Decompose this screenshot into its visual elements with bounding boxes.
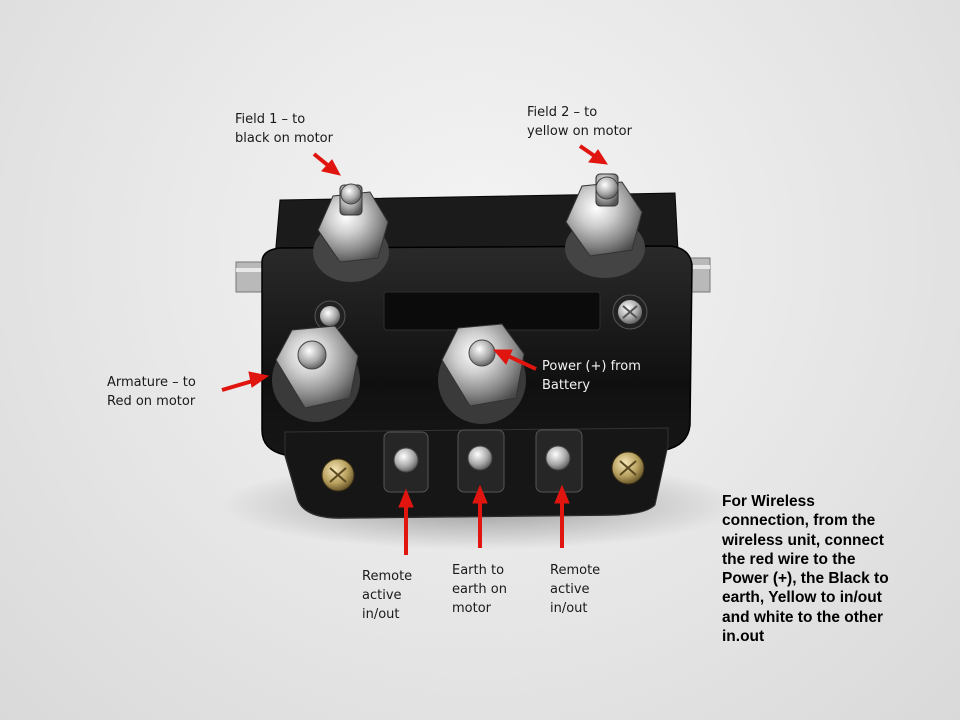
remote-left-label-line: active bbox=[362, 588, 402, 603]
remote-right-label-line: active bbox=[550, 582, 590, 597]
field-2-terminal bbox=[565, 173, 645, 278]
remote-right-label-line: Remote bbox=[550, 563, 601, 578]
remote-left-label-line: Remote bbox=[362, 569, 413, 584]
power-terminal bbox=[438, 323, 526, 424]
remote-right-label-line: in/out bbox=[550, 601, 588, 616]
armature-terminal bbox=[272, 325, 360, 422]
arrow-remote-right bbox=[554, 484, 570, 548]
field-1-label: Field 1 – to black on motor bbox=[235, 110, 333, 148]
earth-terminal bbox=[457, 429, 505, 493]
note-line: wireless unit, connect bbox=[722, 531, 884, 549]
earth-label-line: motor bbox=[452, 601, 492, 616]
note-line: the red wire to the bbox=[722, 550, 856, 568]
note-line: and white to the other bbox=[722, 608, 884, 626]
arrow-field-2 bbox=[578, 144, 608, 165]
wireless-connection-note: For Wireless connection, from the wirele… bbox=[722, 492, 952, 646]
remote-right-label: Remote active in/out bbox=[550, 561, 600, 618]
remote-right-terminal bbox=[535, 429, 583, 493]
note-line: earth, Yellow to in/out bbox=[722, 589, 882, 607]
armature-label-line: Armature – to bbox=[107, 375, 196, 390]
top-label-area bbox=[383, 291, 601, 331]
field-2-label-line: yellow on motor bbox=[527, 124, 632, 139]
earth-label-line: earth on bbox=[452, 582, 507, 597]
red-arrows bbox=[221, 144, 608, 555]
arrow-remote-left bbox=[398, 488, 414, 555]
field-1-terminal bbox=[313, 183, 389, 282]
earth-label: Earth to earth on motor bbox=[452, 561, 507, 618]
arrow-earth bbox=[472, 484, 488, 548]
power-label: Power (+) from Battery bbox=[542, 357, 641, 395]
field-1-label-line: Field 1 – to bbox=[235, 112, 306, 127]
note-line: Power (+), the Black to bbox=[722, 570, 889, 588]
arrow-field-1 bbox=[312, 152, 341, 176]
remote-left-terminal bbox=[383, 431, 429, 493]
note-line: For Wireless bbox=[722, 493, 815, 510]
arrow-power bbox=[492, 349, 537, 371]
field-2-label-line: Field 2 – to bbox=[527, 105, 598, 120]
field-1-label-line: black on motor bbox=[235, 131, 333, 146]
remote-left-label: Remote active in/out bbox=[362, 567, 412, 624]
power-label-line: Battery bbox=[542, 378, 591, 393]
armature-label-line: Red on motor bbox=[107, 394, 196, 409]
field-2-label: Field 2 – to yellow on motor bbox=[527, 103, 632, 141]
remote-left-label-line: in/out bbox=[362, 607, 400, 622]
power-label-line: Power (+) from bbox=[542, 359, 641, 374]
note-line: in.out bbox=[722, 628, 765, 646]
arrow-armature bbox=[221, 371, 270, 392]
armature-label: Armature – to Red on motor bbox=[107, 373, 196, 411]
note-line: connection, from the bbox=[722, 512, 876, 530]
earth-label-line: Earth to bbox=[452, 563, 505, 578]
